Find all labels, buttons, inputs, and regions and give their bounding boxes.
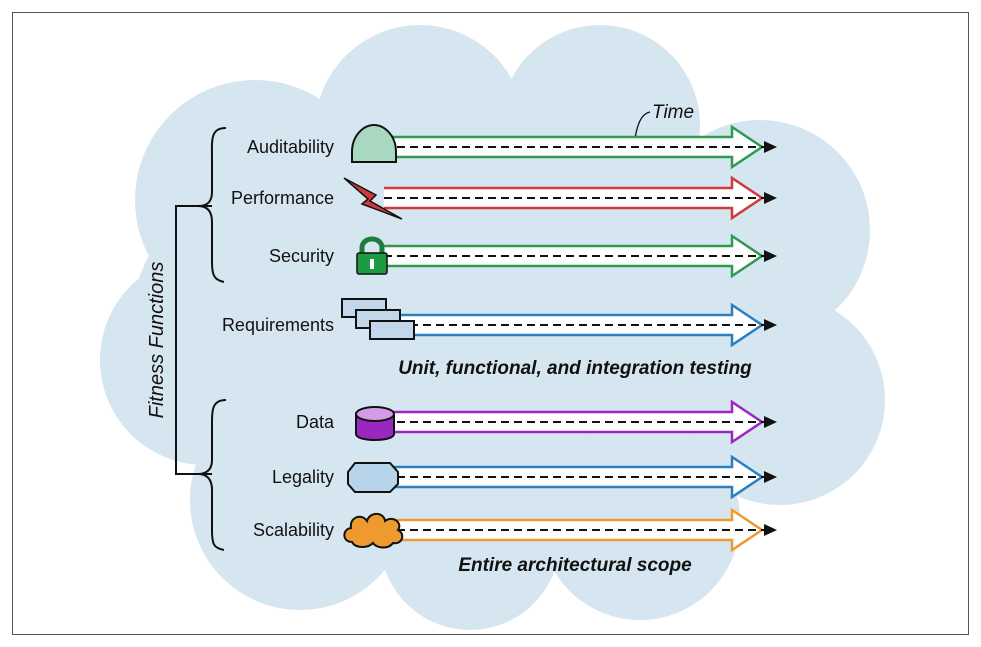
scope-caption: Entire architectural scope [458,555,692,576]
arrowhead [764,192,777,204]
cloud-icon [343,512,404,549]
row-label: Requirements [222,315,334,335]
grouping-braces [175,127,227,551]
documents-icon [341,298,415,340]
row-scalability: Scalability [253,507,777,553]
row-label: Scalability [253,520,334,540]
time-label: Time [652,102,694,123]
database-icon [355,406,395,441]
row-label: Auditability [247,137,334,157]
rows-layer: AuditabilityPerformanceSecurityRequireme… [222,123,777,553]
dome-icon [351,123,397,163]
row-legality: Legality [272,454,777,500]
row-label: Data [296,412,335,432]
arrowhead [764,250,777,262]
octagon-icon [347,462,399,493]
arrowhead [764,141,777,153]
row-label: Legality [272,467,334,487]
arrowhead [764,471,777,483]
side-label: Fitness Functions [146,262,168,419]
row-security: Security [269,233,777,279]
padlock-icon [356,236,388,275]
unit-caption: Unit, functional, and integration testin… [398,358,752,379]
lightning-icon [343,177,403,220]
arrowhead [764,524,777,536]
row-auditability: Auditability [247,123,777,170]
row-data: Data [296,399,777,445]
row-requirements: Requirements [222,298,777,348]
arrowhead [764,319,777,331]
row-label: Performance [231,188,334,208]
row-performance: Performance [231,175,777,221]
arrowhead [764,416,777,428]
row-label: Security [269,246,334,266]
